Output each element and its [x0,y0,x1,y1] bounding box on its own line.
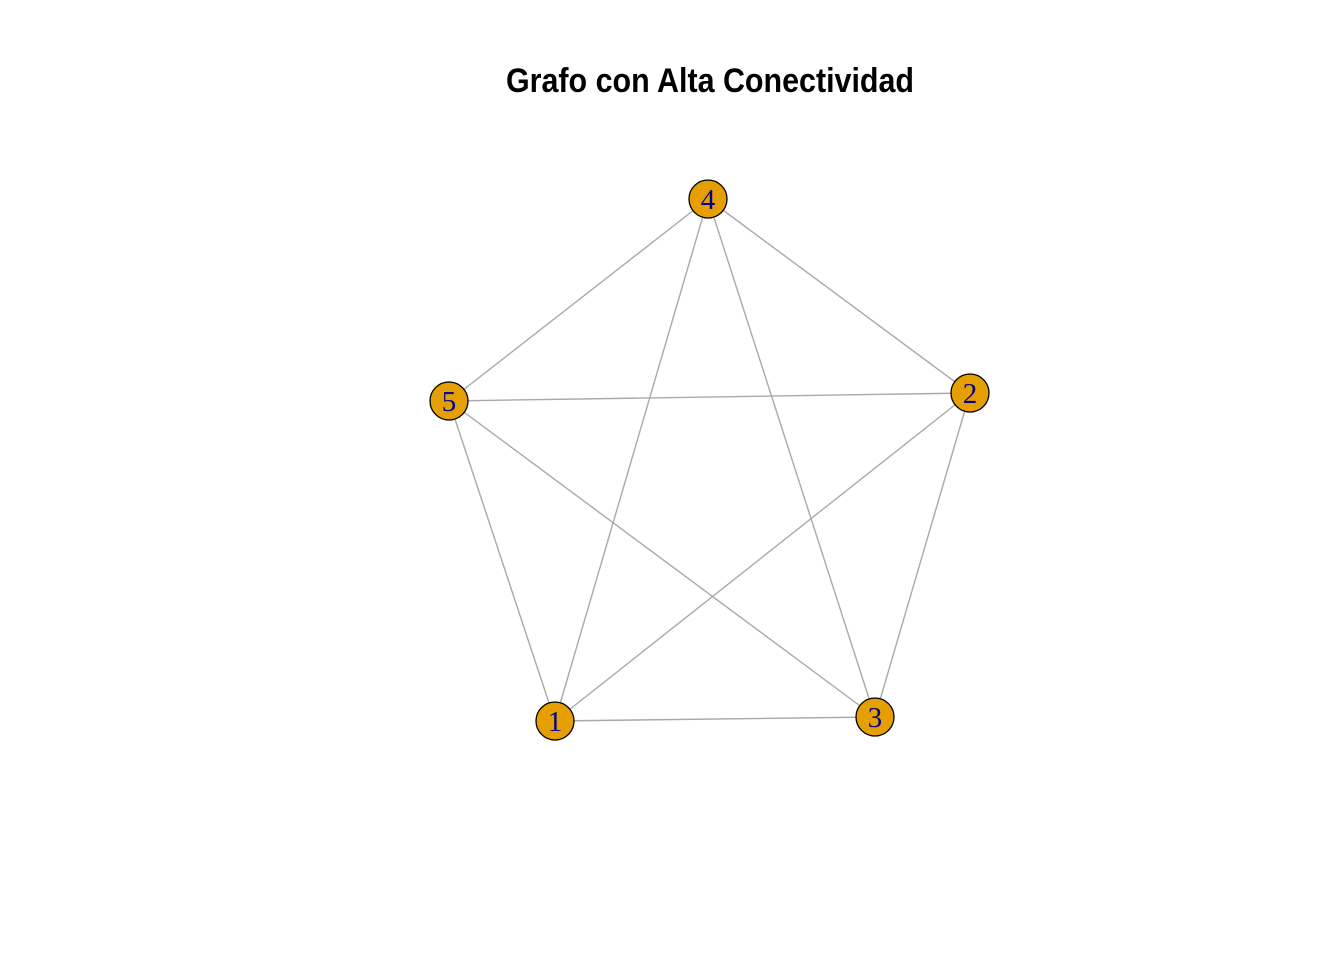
node-5: 5 [429,381,469,421]
edge-2-5 [448,392,971,402]
edge-1-2 [554,392,971,722]
node-1: 1 [535,701,575,741]
node-circle [429,381,469,421]
node-3: 3 [855,697,895,737]
node-4: 4 [688,179,728,219]
edge-3-5 [448,400,876,718]
node-circle [855,697,895,737]
node-circle [688,179,728,219]
node-label: 4 [701,184,716,216]
edge-3-4 [707,198,876,718]
graph-title: Grafo con Alta Conectividad [506,62,914,100]
edge-2-4 [707,198,971,394]
node-2: 2 [950,373,990,413]
node-label: 2 [963,378,978,410]
edges-layer [448,198,971,722]
edge-1-5 [448,400,556,722]
nodes-layer: 1 2 3 4 5 [429,179,990,741]
edge-1-3 [554,716,876,722]
node-label: 5 [442,386,457,418]
node-label: 3 [868,702,883,734]
node-circle [535,701,575,741]
edge-4-5 [448,198,709,402]
edge-1-4 [554,198,709,722]
node-circle [950,373,990,413]
edge-2-3 [874,392,971,718]
node-label: 1 [548,706,563,738]
